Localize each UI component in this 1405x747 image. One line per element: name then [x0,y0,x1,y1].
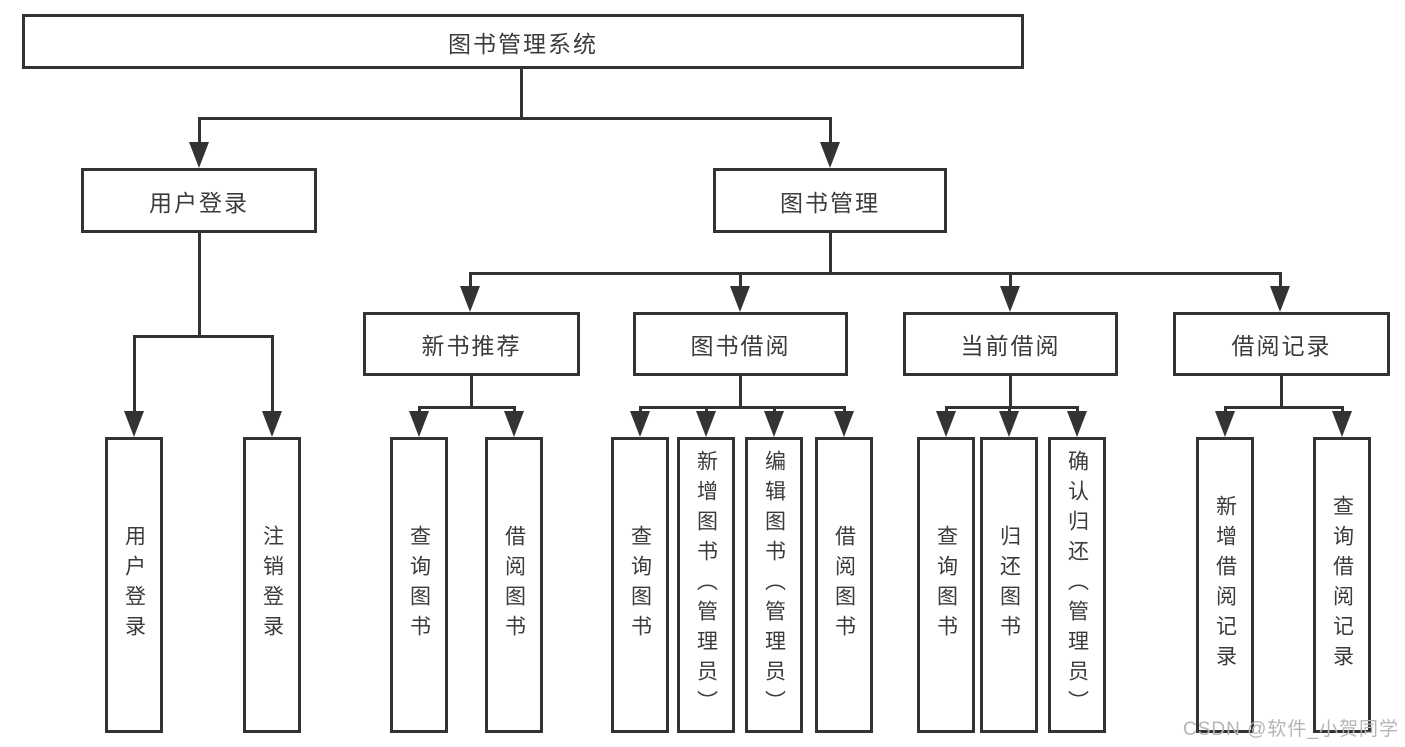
connector-line [468,272,1282,275]
node-user-login: 用户登录 [81,168,317,233]
connector-line [828,233,832,272]
connector-line [1278,272,1282,290]
leaf-label: 用户登录 [122,525,146,645]
connector-line [132,335,274,338]
arrow-down-icon [764,411,784,437]
arrow-down-icon [1270,286,1290,312]
leaf-label: 归还图书 [997,525,1021,645]
connector-line [197,117,832,120]
node-new-book-recommend-label: 新书推荐 [421,333,522,359]
arrow-down-icon [1000,286,1020,312]
node-user-login-label: 用户登录 [149,189,249,216]
leaf-logout: 注销登录 [243,437,301,733]
node-borrow-record: 借阅记录 [1173,312,1390,376]
arrow-down-icon [460,286,480,312]
connector-line [417,406,515,409]
leaf-label: 查询图书 [628,525,652,645]
leaf-label: 查询借阅记录 [1330,495,1354,675]
leaf-add-borrow-record: 新增借阅记录 [1196,437,1254,733]
connector-line [638,406,642,415]
connector-line [470,376,473,406]
connector-line [1008,272,1012,290]
leaf-borrow-book: 借阅图书 [815,437,873,733]
csdn-watermark: CSDN @软件_小贺同学 [1183,719,1399,740]
connector-line [1340,406,1344,415]
leaf-add-book-admin: 新增图书（管理员） [677,437,735,733]
connector-line [197,117,201,146]
leaf-label: 查询图书 [407,525,431,645]
connector-line [944,406,948,415]
leaf-label: 借阅图书 [832,525,856,645]
arrow-down-icon [1067,411,1087,437]
connector-line [1280,376,1283,406]
leaf-confirm-return-admin: 确认归还（管理员） [1048,437,1106,733]
leaf-search-borrow-record: 查询借阅记录 [1313,437,1371,733]
leaf-label: 新增借阅记录 [1213,495,1237,675]
arrow-down-icon [630,411,650,437]
node-borrow-record-label: 借阅记录 [1231,333,1332,359]
arrow-down-icon [696,411,716,437]
arrow-down-icon [834,411,854,437]
connector-line [270,335,274,415]
arrow-down-icon [1332,411,1352,437]
connector-line [1009,376,1012,406]
node-current-borrow: 当前借阅 [903,312,1118,376]
connector-line [468,272,472,290]
connector-line [944,406,1078,409]
leaf-search-book-recommend: 查询图书 [390,437,448,733]
connector-line [842,406,846,415]
arrow-down-icon [999,411,1019,437]
connector-line [738,272,742,290]
leaf-user-login: 用户登录 [105,437,163,733]
leaf-label: 编辑图书（管理员） [762,450,786,720]
node-new-book-recommend: 新书推荐 [363,312,580,376]
arrow-down-icon [189,142,209,168]
leaf-edit-book-admin: 编辑图书（管理员） [745,437,803,733]
connector-line [519,68,523,117]
node-current-borrow-label: 当前借阅 [960,333,1061,359]
arrow-down-icon [936,411,956,437]
connector-line [828,117,832,146]
connector-line [1007,406,1011,415]
arrow-down-icon [730,286,750,312]
leaf-label: 注销登录 [260,525,284,645]
node-book-borrow-label: 图书借阅 [690,333,791,359]
connector-line [638,406,845,409]
node-book-management-label: 图书管理 [780,189,880,216]
connector-line [772,406,776,415]
leaf-label: 确认归还（管理员） [1065,450,1089,720]
arrow-down-icon [820,142,840,168]
connector-line [417,406,421,415]
arrow-down-icon [1215,411,1235,437]
node-book-management: 图书管理 [713,168,947,233]
leaf-search-book-borrow: 查询图书 [611,437,669,733]
arrow-down-icon [262,411,282,437]
arrow-down-icon [124,411,144,437]
node-root-label: 图书管理系统 [448,30,598,57]
connector-line [197,233,201,335]
connector-line [132,335,136,415]
connector-line [1075,406,1079,415]
connector-line [512,406,516,415]
connector-line [1223,406,1343,409]
leaf-label: 借阅图书 [502,525,526,645]
node-root: 图书管理系统 [22,14,1024,69]
leaf-borrow-book-recommend: 借阅图书 [485,437,543,733]
connector-line [739,376,742,406]
leaf-label: 新增图书（管理员） [694,450,718,720]
connector-line [1223,406,1227,415]
node-book-borrow: 图书借阅 [633,312,848,376]
leaf-return-book: 归还图书 [980,437,1038,733]
arrow-down-icon [504,411,524,437]
leaf-label: 查询图书 [934,525,958,645]
arrow-down-icon [409,411,429,437]
connector-line [704,406,708,415]
leaf-search-book-current: 查询图书 [917,437,975,733]
